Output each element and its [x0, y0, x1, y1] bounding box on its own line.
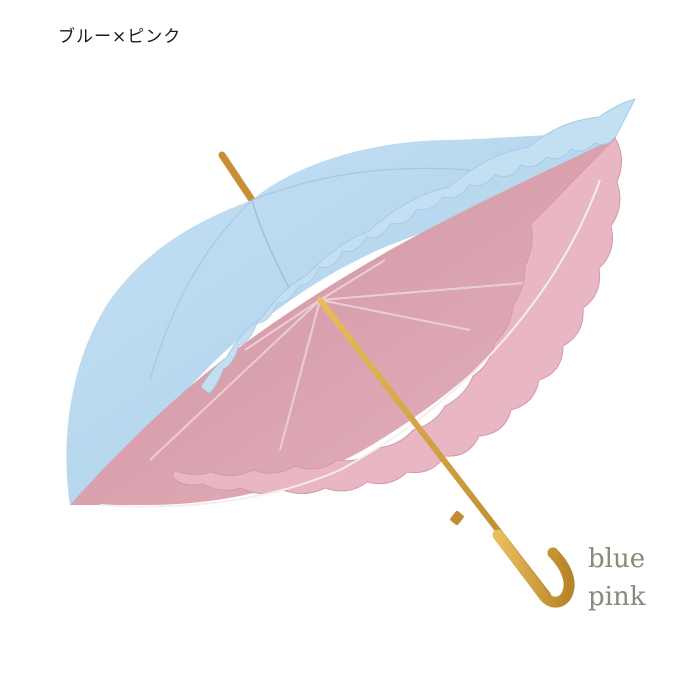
- canopy-ribs: [149, 259, 561, 461]
- color-label-blue: blue: [588, 544, 646, 574]
- product-title: ブルー×ピンク: [58, 27, 182, 47]
- umbrella-tip: [218, 151, 256, 204]
- umbrella-handle: [492, 529, 575, 608]
- frill-blue: [200, 98, 636, 394]
- color-label-pink: pink: [588, 582, 646, 612]
- canopy-outer: [66, 134, 616, 506]
- shaft-runner: [450, 511, 464, 525]
- frill-pink: [172, 137, 622, 494]
- canopy-inner: [70, 138, 618, 505]
